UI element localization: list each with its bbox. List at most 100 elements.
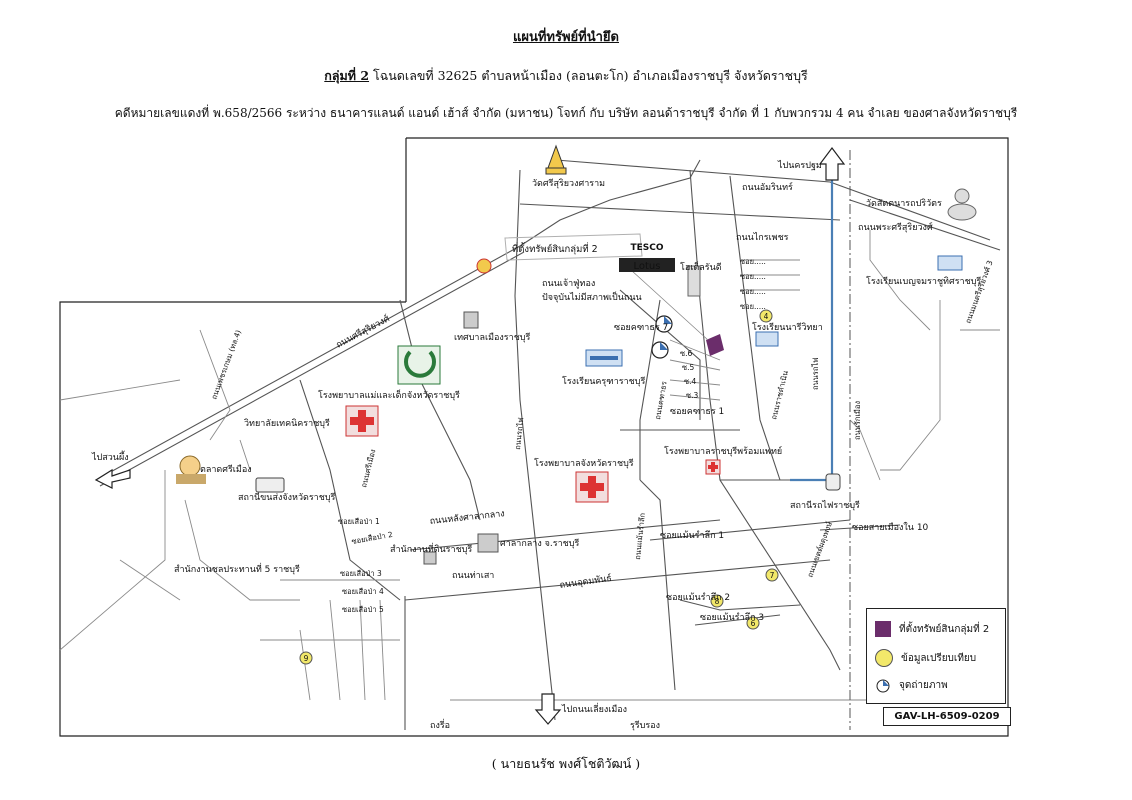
label-road-krai-phet: ถนนไกรเพชร: [736, 232, 789, 243]
legend-row-property: ที่ตั้งทรัพย์สินกลุ่มที่ 2: [875, 621, 989, 637]
temple-icon: [545, 144, 567, 175]
building-icon: [937, 255, 963, 271]
label-road-chao-phu-thong: ถนนเจ้าฟู่ทอง: [542, 278, 595, 289]
label-hospital-ratchaburi: โรงพยาบาลราชบุรีพร้อมแพทย์: [664, 445, 782, 457]
legend-comparison-label: ข้อมูลเปรียบเทียบ: [901, 652, 977, 664]
photo-point-icon: [651, 341, 669, 359]
deed-subtitle: กลุ่มที่ 2 โฉนดเลขที่ 32625 ตำบลหน้าเมือ…: [0, 66, 1132, 86]
hospital-icon: [705, 459, 721, 475]
legend-photo-label: จุดถ่ายภาพ: [899, 679, 948, 691]
property-marker: [706, 334, 724, 356]
label-school-narai: โรงเรียนนารีวิทยา: [752, 322, 823, 333]
market-icon: [176, 455, 206, 484]
comparison-markers: [299, 309, 779, 665]
label-land-office: สำนักงานที่ดินราชบุรี: [390, 542, 472, 555]
label-soi-3: ซ.3: [686, 391, 698, 400]
label-soi-sri-1: ซอยเสือป่า 1: [338, 517, 380, 526]
label-soi-c: ซอย.....: [740, 287, 766, 296]
label-soi-kasem-1: ซอยคฑาธร 1: [670, 407, 724, 417]
roads: [59, 159, 1001, 730]
label-wat-mahathat: วัดสัตตนารถปริวัตร: [866, 198, 942, 209]
property-swatch-icon: [875, 621, 891, 637]
label-thung-ri: ถงรี่อ: [430, 718, 450, 731]
label-soi-lak-2: ซอยแม้นรำลึก 2: [666, 592, 730, 603]
label-road-amarin: ถนนอัมรินทร์: [742, 181, 793, 193]
label-road-si-suriya-3: ถนนมนตรีสุริยวงศ์ 3: [963, 259, 994, 325]
building-icon: [585, 349, 623, 367]
label-soi-5: ซ.5: [682, 363, 694, 372]
label-road-mae-rai: ถนนแม้นรำลึก: [633, 512, 647, 560]
label-road-rajchadamnoen: ถนนราชดำเนิน: [769, 370, 790, 421]
label-to-bypass: ไปถนนเลี่ยงเมือง: [561, 702, 627, 715]
comp-label-7: 7: [770, 571, 775, 580]
map-legend: ที่ตั้งทรัพย์สินกลุ่มที่ 2 ข้อมูลเปรียบเ…: [866, 608, 1006, 704]
label-soi-sri-4: ซอยเสือป่า 4: [342, 587, 384, 596]
label-road-lang-san: ถนนหลังศาลากลาง: [429, 509, 505, 527]
tower-icon: [687, 265, 701, 297]
arrow-up-icon: [818, 147, 846, 181]
hospital-icon: [345, 405, 379, 437]
label-road-railway: ถนนรถไฟ: [811, 358, 820, 390]
label-irrigation-office: สำนักงานชลประทานที่ 5 ราชบุรี: [174, 562, 300, 575]
label-hospital-mae-dek: โรงพยาบาลแม่และเด็กจังหวัดราชบุรี: [318, 388, 460, 401]
label-road-rot-fai: ถนนรถไฟ: [513, 417, 525, 450]
label-road-khet-phet: ถนนเขตต์ผดุงพงษ์: [805, 520, 834, 578]
buddha-icon: [947, 188, 977, 221]
label-train-station: สถานีรถไฟราชบุรี: [790, 500, 860, 511]
property-callout-box: [504, 233, 643, 261]
comp-label-9: 9: [304, 654, 309, 663]
label-soi-sri-5: ซอยเสือป่า 5: [342, 605, 384, 614]
label-soi-sao-10: ซอยสายเมืองใน 10: [852, 522, 929, 533]
arrow-down-icon: [534, 693, 562, 725]
hospital-icon: [575, 471, 609, 503]
label-road-sri-mueang: ถนนศรีเมือง: [359, 448, 377, 489]
comp-label-4: 4: [764, 312, 769, 321]
map-frame-right: [406, 137, 1009, 737]
label-technical-college: วิทยาลัยเทคนิคราชบุรี: [244, 418, 330, 429]
photo-point-icon: [655, 315, 673, 333]
document-code: GAV-LH-6509-0209: [883, 707, 1011, 726]
label-soi-6: ซ.6: [680, 349, 692, 358]
label-soi-4: ซ.4: [684, 377, 696, 386]
label-kheo-rong: รุรีบรอง: [630, 720, 660, 731]
building-icon: [423, 551, 437, 565]
label-wat-sri: วัดศรีสุริยวงศาราม: [532, 178, 605, 189]
label-soi-b: ซอย.....: [740, 272, 766, 281]
train-icon: [825, 473, 841, 491]
map-labels: ไปนครปฐม ไปสวนผึ้ง ไปถนนเลี่ยงเมือง วัดศ…: [91, 160, 995, 731]
label-soi-sri-2: ซอยเสือป่า 2: [351, 530, 394, 546]
arrow-left-icon: [94, 468, 131, 489]
label-school-kru: โรงเรียนครุฑาราชบุรี: [562, 376, 645, 387]
comp-label-6: 6: [751, 619, 756, 628]
label-road-somboon: ถนนอุดมพันธ์: [559, 572, 613, 591]
signature-line: ( นายธนรัช พงศ์โชติวัฒน์ ): [491, 756, 641, 771]
label-soi-lak-3: ซอยแม้นรำลึก 3: [700, 612, 764, 623]
label-to-nakhon-pathom: ไปนครปฐม: [777, 160, 822, 171]
tesco-label: TESCO: [630, 243, 663, 253]
label-market: ตลาดศรีเมือง: [200, 464, 252, 475]
building-icon: [477, 533, 499, 553]
gas-station-icon: [476, 258, 492, 274]
label-soi-lak-1: ซอยแม้นรำลึก 1: [660, 530, 724, 541]
label-road-sri-e: ถนนพระศรีสุริยวงศ์: [858, 221, 933, 233]
property-leader-line: [619, 259, 709, 341]
label-road-pheuan: ถนนเพชรเกษม (ทล.4): [209, 329, 243, 401]
label-road-sri-w: ถนนศรีสุริยวงศ์: [334, 312, 392, 350]
label-soi-sri-3: ซอยเสือป่า 3: [340, 569, 382, 578]
label-road-rak-muang: ถนนรักเมือง: [853, 401, 862, 440]
photo-point-icon: [876, 679, 890, 693]
label-road-amarin-s: ถนนท่าเสา: [452, 571, 494, 581]
building-icon: [463, 311, 479, 329]
bus-icon: [255, 477, 285, 493]
legend-property-label: ที่ตั้งทรัพย์สินกลุ่มที่ 2: [899, 623, 990, 635]
comp-label-8: 8: [715, 597, 720, 606]
case-line: คดีหมายเลขแดงที่ พ.658/2566 ระหว่าง ธนาค…: [114, 106, 1018, 120]
label-soi-a: ซอย.....: [740, 257, 766, 266]
label-court: ศาลากลาง จ.ราชบุรี: [500, 538, 579, 549]
label-road-note: ปัจจุบันไม่มีสภาพเป็นถนน: [542, 290, 642, 303]
lotus-label: Lotus: [634, 261, 661, 272]
map-frame-left: [59, 301, 406, 737]
group-label: กลุ่มที่ 2: [324, 68, 370, 83]
legend-row-photo: จุดถ่ายภาพ: [875, 677, 948, 693]
